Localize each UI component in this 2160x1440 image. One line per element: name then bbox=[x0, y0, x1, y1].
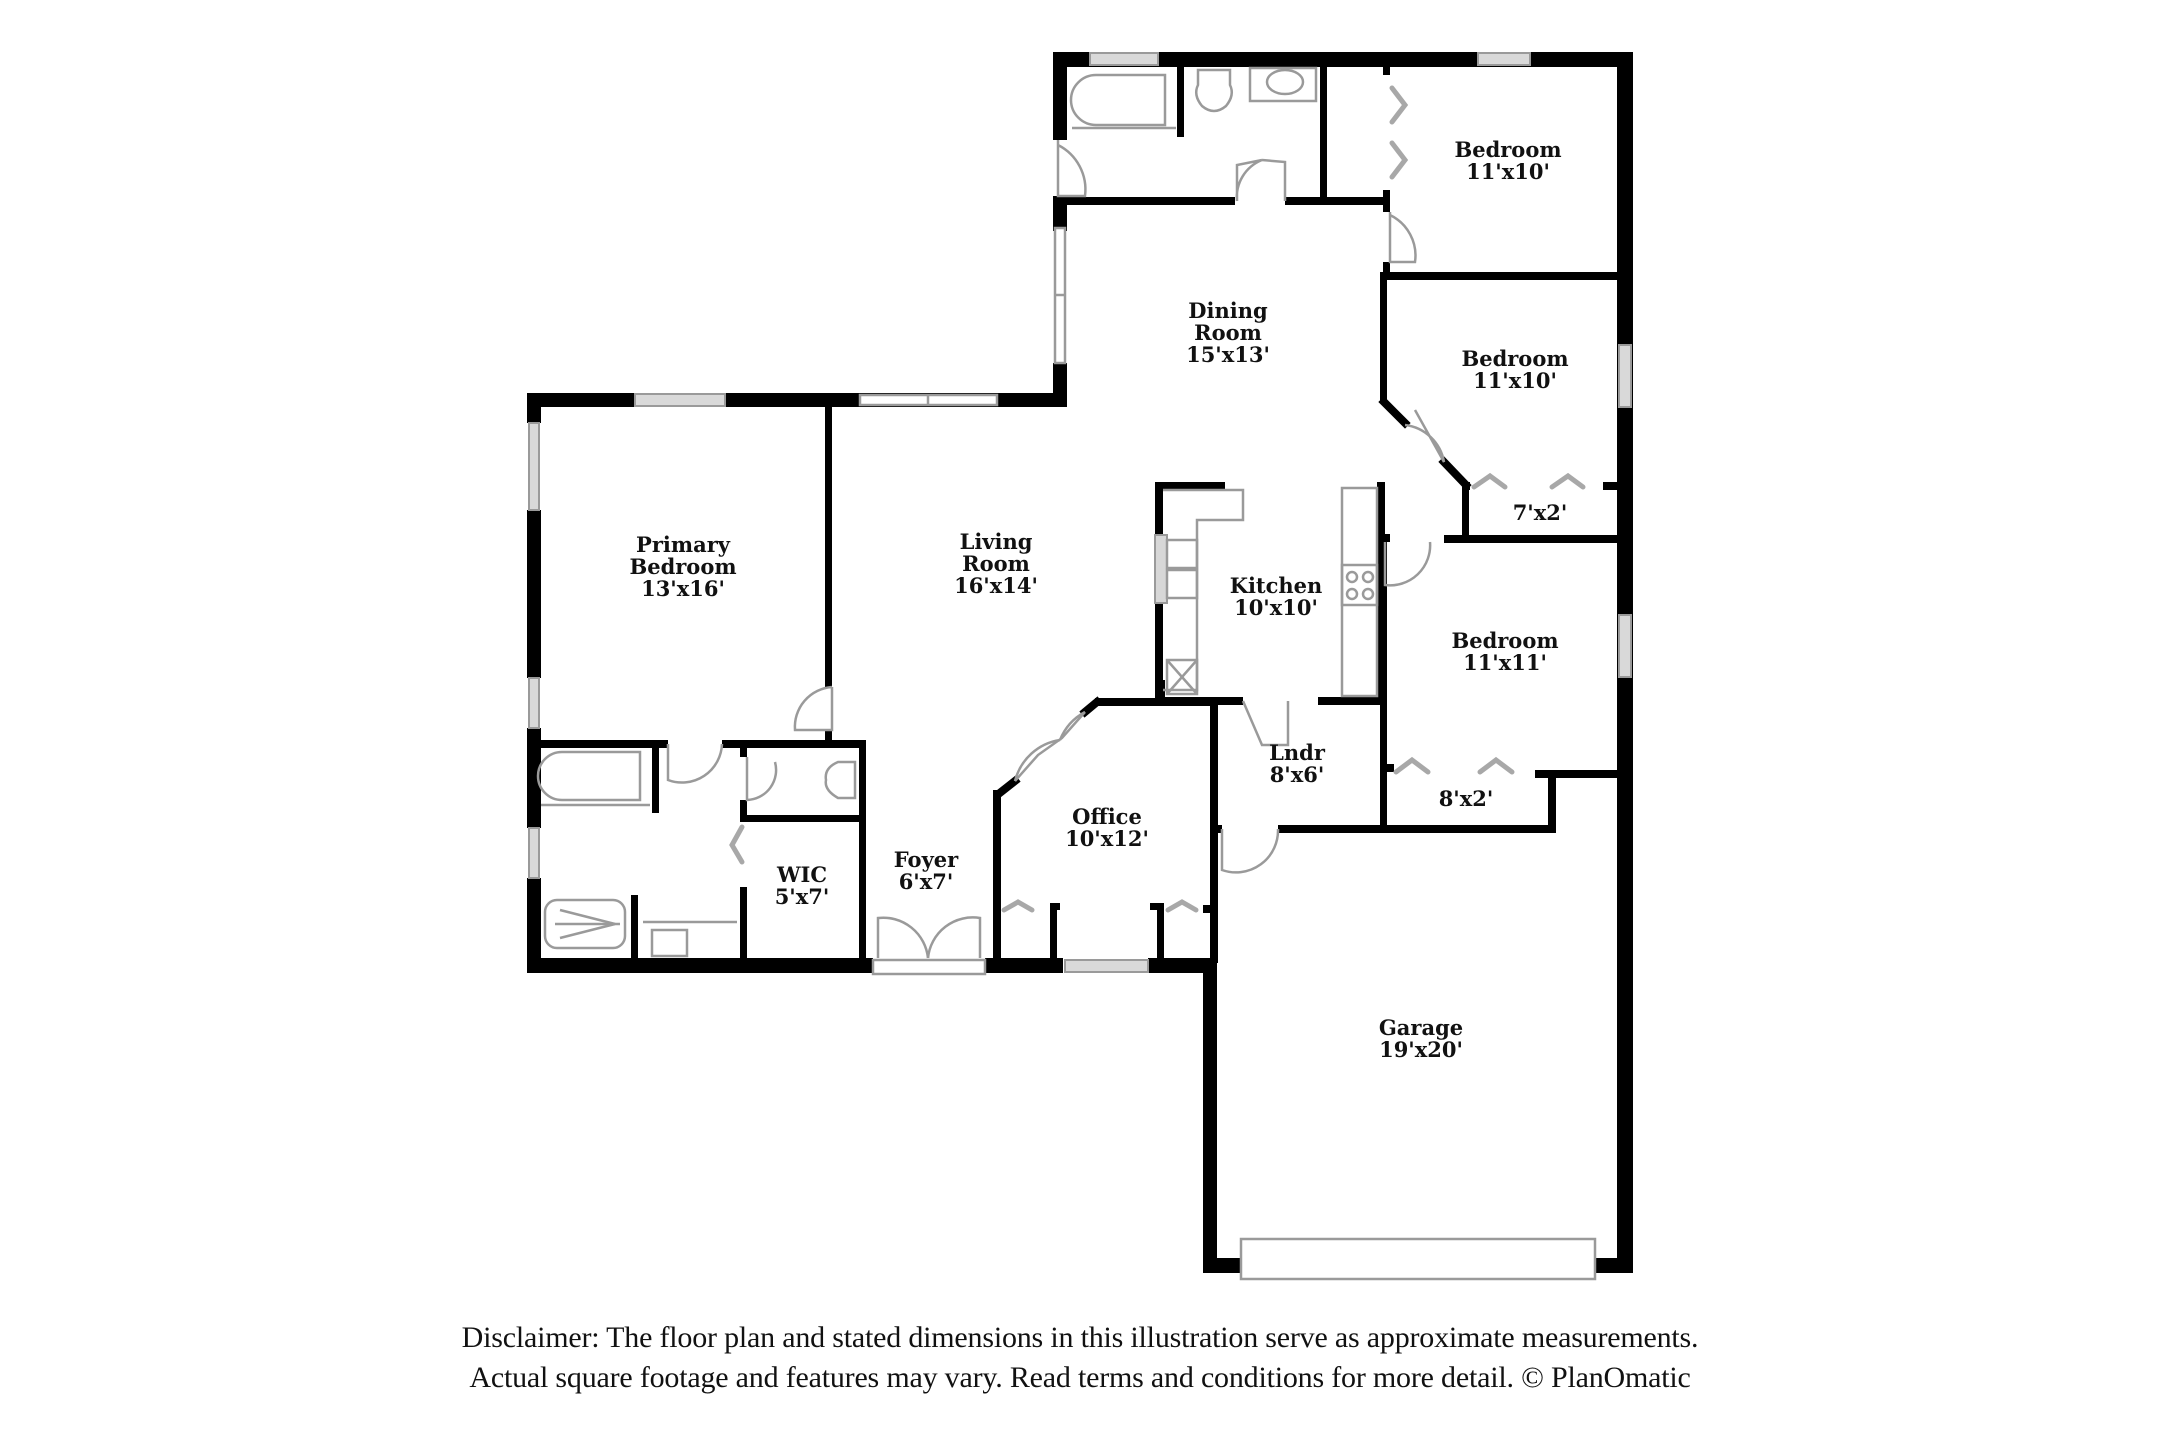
sink-icon bbox=[1248, 66, 1318, 103]
room-label-bedroom-1: Bedroom bbox=[1454, 137, 1561, 162]
room-label-bedroom-2: Bedroom bbox=[1461, 346, 1568, 371]
room-label-garage: Garage bbox=[1379, 1015, 1463, 1040]
room-label-closet-7x2: 7'x2' bbox=[1513, 500, 1568, 525]
primary-toilet-icon bbox=[824, 760, 857, 800]
bathtub-icon bbox=[1069, 73, 1167, 127]
kitchen-sink-icon bbox=[1165, 538, 1199, 570]
room-label-wic: WIC bbox=[776, 862, 827, 887]
disclaimer-line-1: Disclaimer: The floor plan and stated di… bbox=[461, 1321, 1699, 1354]
room-label-foyer: Foyer bbox=[894, 847, 959, 872]
room-label-bedroom-3: Bedroom bbox=[1451, 628, 1558, 653]
windows bbox=[528, 52, 1632, 1281]
svg-text:6'x7': 6'x7' bbox=[899, 869, 954, 894]
doors bbox=[666, 85, 1586, 959]
svg-text:16'x14': 16'x14' bbox=[954, 573, 1038, 598]
room-label-closet-8x2: 8'x2' bbox=[1439, 786, 1494, 811]
room-labels: Primary Bedroom 13'x16' Living Room 16'x… bbox=[629, 137, 1568, 1062]
svg-text:10'x12': 10'x12' bbox=[1065, 826, 1149, 851]
svg-text:11'x10': 11'x10' bbox=[1466, 159, 1550, 184]
svg-text:11'x10': 11'x10' bbox=[1473, 368, 1557, 393]
stove-icon bbox=[1340, 563, 1379, 607]
svg-text:15'x13': 15'x13' bbox=[1186, 342, 1270, 367]
svg-text:11'x11': 11'x11' bbox=[1463, 650, 1547, 675]
toilet-icon bbox=[1194, 68, 1234, 113]
svg-text:Bedroom: Bedroom bbox=[629, 554, 736, 579]
svg-text:Room: Room bbox=[1194, 320, 1262, 345]
disclaimer: Disclaimer: The floor plan and stated di… bbox=[0, 1318, 2160, 1398]
room-label-office: Office bbox=[1072, 804, 1142, 829]
svg-text:5'x7': 5'x7' bbox=[775, 884, 830, 909]
room-label-laundry: Lndr bbox=[1269, 740, 1326, 765]
vanity-sink-icon bbox=[650, 928, 689, 958]
room-label-primary-bedroom: Primary bbox=[636, 532, 731, 557]
fixtures bbox=[536, 66, 1379, 958]
disclaimer-line-2: Actual square footage and features may v… bbox=[469, 1361, 1691, 1394]
svg-text:19'x20': 19'x20' bbox=[1379, 1037, 1463, 1062]
svg-text:13'x16': 13'x16' bbox=[641, 576, 725, 601]
room-label-dining-room: Dining bbox=[1188, 298, 1268, 323]
room-label-living-room: Living bbox=[960, 529, 1033, 554]
svg-text:8'x6': 8'x6' bbox=[1270, 762, 1325, 787]
interior-walls bbox=[527, 67, 1623, 973]
door-swing bbox=[1235, 158, 1263, 202]
primary-bathtub-icon bbox=[536, 750, 642, 802]
dishwasher-icon bbox=[1165, 658, 1199, 696]
room-label-kitchen: Kitchen bbox=[1230, 573, 1323, 598]
svg-text:10'x10': 10'x10' bbox=[1234, 595, 1318, 620]
shower-icon bbox=[543, 898, 627, 950]
svg-text:Room: Room bbox=[962, 551, 1030, 576]
